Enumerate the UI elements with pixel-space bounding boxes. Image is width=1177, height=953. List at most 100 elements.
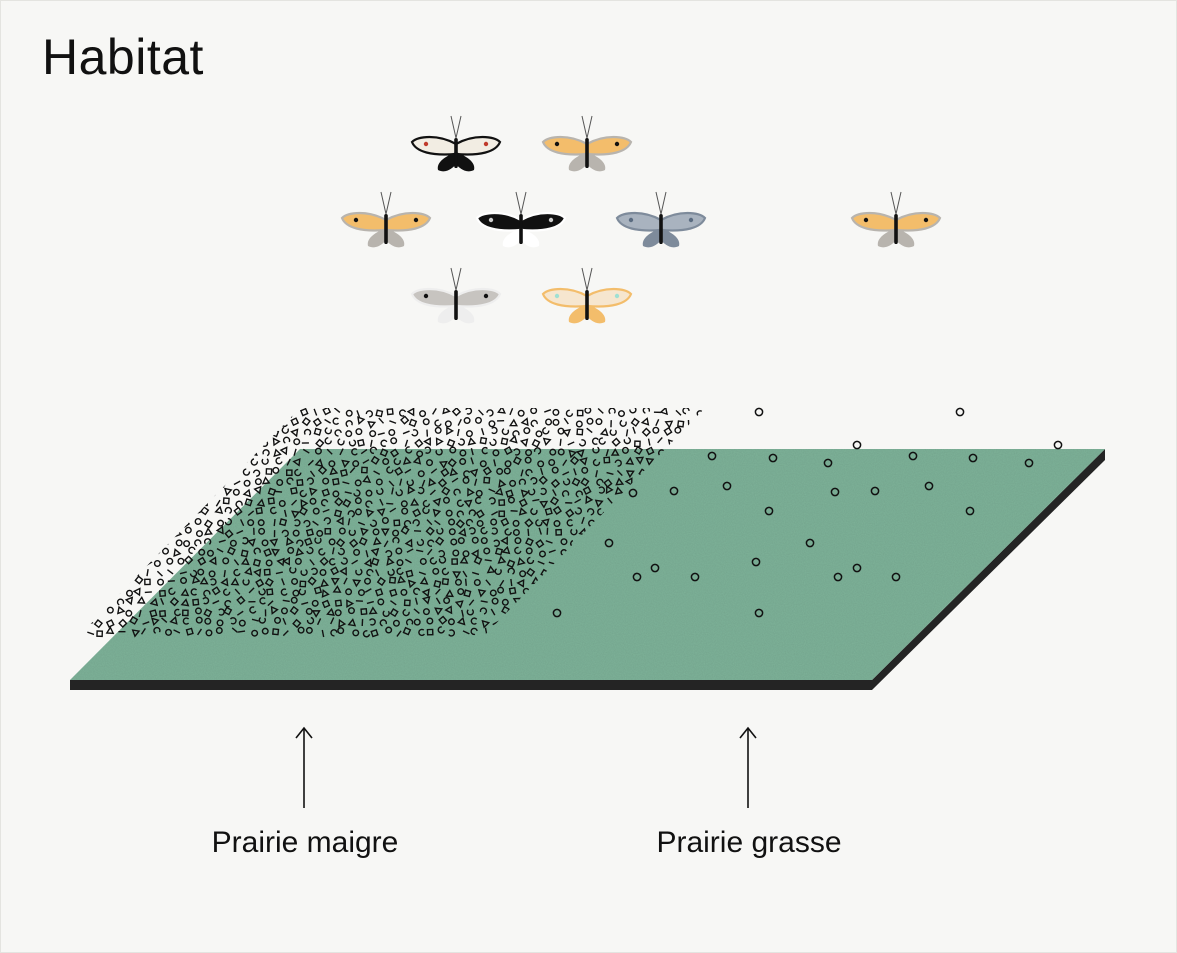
- plant-symbol: [334, 497, 344, 507]
- plant-symbol: [426, 459, 434, 467]
- plant-symbol: [535, 539, 545, 549]
- plant-symbol: [461, 609, 464, 617]
- plant-symbol: [180, 598, 190, 607]
- plant-symbol: [530, 419, 538, 428]
- plant-symbol: [432, 408, 437, 415]
- plant-symbol: [396, 559, 404, 567]
- plant-symbol: [500, 536, 508, 546]
- plant-symbol: [514, 546, 522, 555]
- plant-symbol: [332, 490, 340, 498]
- plant-symbol: [509, 408, 514, 416]
- plant-symbol: [382, 610, 390, 618]
- plant-symbol: [349, 467, 356, 474]
- plant-symbol: [413, 608, 420, 614]
- plant-symbol: [544, 507, 553, 516]
- plant-symbol: [362, 630, 371, 638]
- plant-symbol: [465, 430, 473, 438]
- plant-symbol: [204, 527, 213, 536]
- plant-symbol: [498, 478, 507, 488]
- plant-symbol: [360, 448, 368, 455]
- plant-symbol: [498, 510, 506, 518]
- plant-symbol: [467, 487, 475, 497]
- plant-symbol: [205, 629, 213, 637]
- plant-symbol: [462, 550, 470, 558]
- plant-symbol: [377, 432, 385, 436]
- plant-symbol: [332, 477, 340, 486]
- plant-dot: [1053, 440, 1063, 450]
- plant-symbol: [386, 557, 395, 566]
- plant-symbol: [652, 426, 660, 434]
- plant-symbol: [470, 549, 479, 559]
- plant-symbol: [314, 458, 324, 467]
- plant-symbol: [244, 566, 253, 576]
- plant-symbol: [630, 417, 640, 427]
- plant-symbol: [320, 499, 329, 507]
- plant-symbol: [292, 618, 302, 629]
- plant-symbol: [595, 418, 603, 426]
- plant-symbol: [231, 627, 239, 633]
- plant-symbol: [156, 570, 163, 577]
- plant-symbol: [353, 489, 361, 497]
- plant-symbol: [551, 466, 559, 474]
- butterfly-orange-body-dark-icon: [541, 115, 633, 172]
- plant-symbol: [244, 498, 253, 507]
- plant-symbol: [208, 570, 216, 578]
- plant-symbol: [617, 410, 625, 418]
- plant-symbol: [282, 556, 291, 566]
- plant-symbol: [341, 459, 351, 469]
- plant-symbol: [362, 474, 372, 483]
- plant-symbol: [448, 629, 456, 637]
- plant-symbol: [605, 485, 614, 495]
- plant-symbol: [286, 477, 294, 485]
- plant-symbol: [497, 419, 505, 422]
- plant-symbol: [490, 608, 496, 616]
- plant-symbol: [546, 527, 549, 535]
- plant-symbol: [519, 570, 527, 578]
- plant-symbol: [575, 420, 583, 428]
- plant-symbol: [266, 588, 274, 596]
- plant-symbol: [272, 466, 280, 474]
- plant-symbol: [413, 587, 421, 595]
- plant-symbol: [507, 567, 515, 575]
- plant-symbol: [165, 628, 173, 636]
- plant-symbol: [304, 537, 313, 547]
- plant-symbol: [386, 466, 394, 474]
- plant-symbol: [619, 419, 627, 427]
- plant-symbol: [330, 629, 338, 637]
- plant-symbol: [290, 417, 300, 427]
- plant-symbol: [324, 437, 332, 445]
- plant-symbol: [562, 428, 571, 438]
- plant-symbol: [294, 557, 302, 565]
- plant-symbol: [237, 630, 246, 633]
- plant-symbol: [377, 598, 385, 606]
- plant-symbol: [552, 505, 563, 515]
- plant-symbol: [103, 597, 111, 606]
- plant-symbol: [445, 509, 453, 517]
- plant-symbol: [607, 497, 613, 504]
- plant-symbol: [324, 427, 332, 435]
- plant-symbol: [421, 479, 426, 487]
- plant-symbol: [337, 547, 345, 556]
- plant-symbol: [211, 586, 221, 596]
- butterfly-orange-grey-right-icon: [850, 191, 942, 248]
- plant-symbol: [501, 545, 511, 555]
- plant-symbol: [379, 448, 389, 458]
- plant-symbol: [280, 419, 288, 428]
- plant-dot: [754, 608, 764, 618]
- plant-symbol: [357, 416, 366, 425]
- plant-symbol: [194, 607, 202, 615]
- plant-symbol: [303, 428, 312, 436]
- plant-symbol: [242, 488, 252, 498]
- plant-symbol: [180, 577, 188, 585]
- plant-symbol: [356, 438, 365, 447]
- plant-symbol: [96, 630, 104, 638]
- plant-symbol: [151, 617, 160, 627]
- plant-symbol: [563, 417, 569, 425]
- plant-symbol: [357, 521, 366, 526]
- plant-symbol: [640, 417, 650, 426]
- plant-symbol: [292, 589, 300, 597]
- plant-symbol: [609, 429, 617, 436]
- plant-symbol: [279, 518, 288, 527]
- plant-symbol: [280, 588, 288, 596]
- plant-symbol: [512, 519, 520, 527]
